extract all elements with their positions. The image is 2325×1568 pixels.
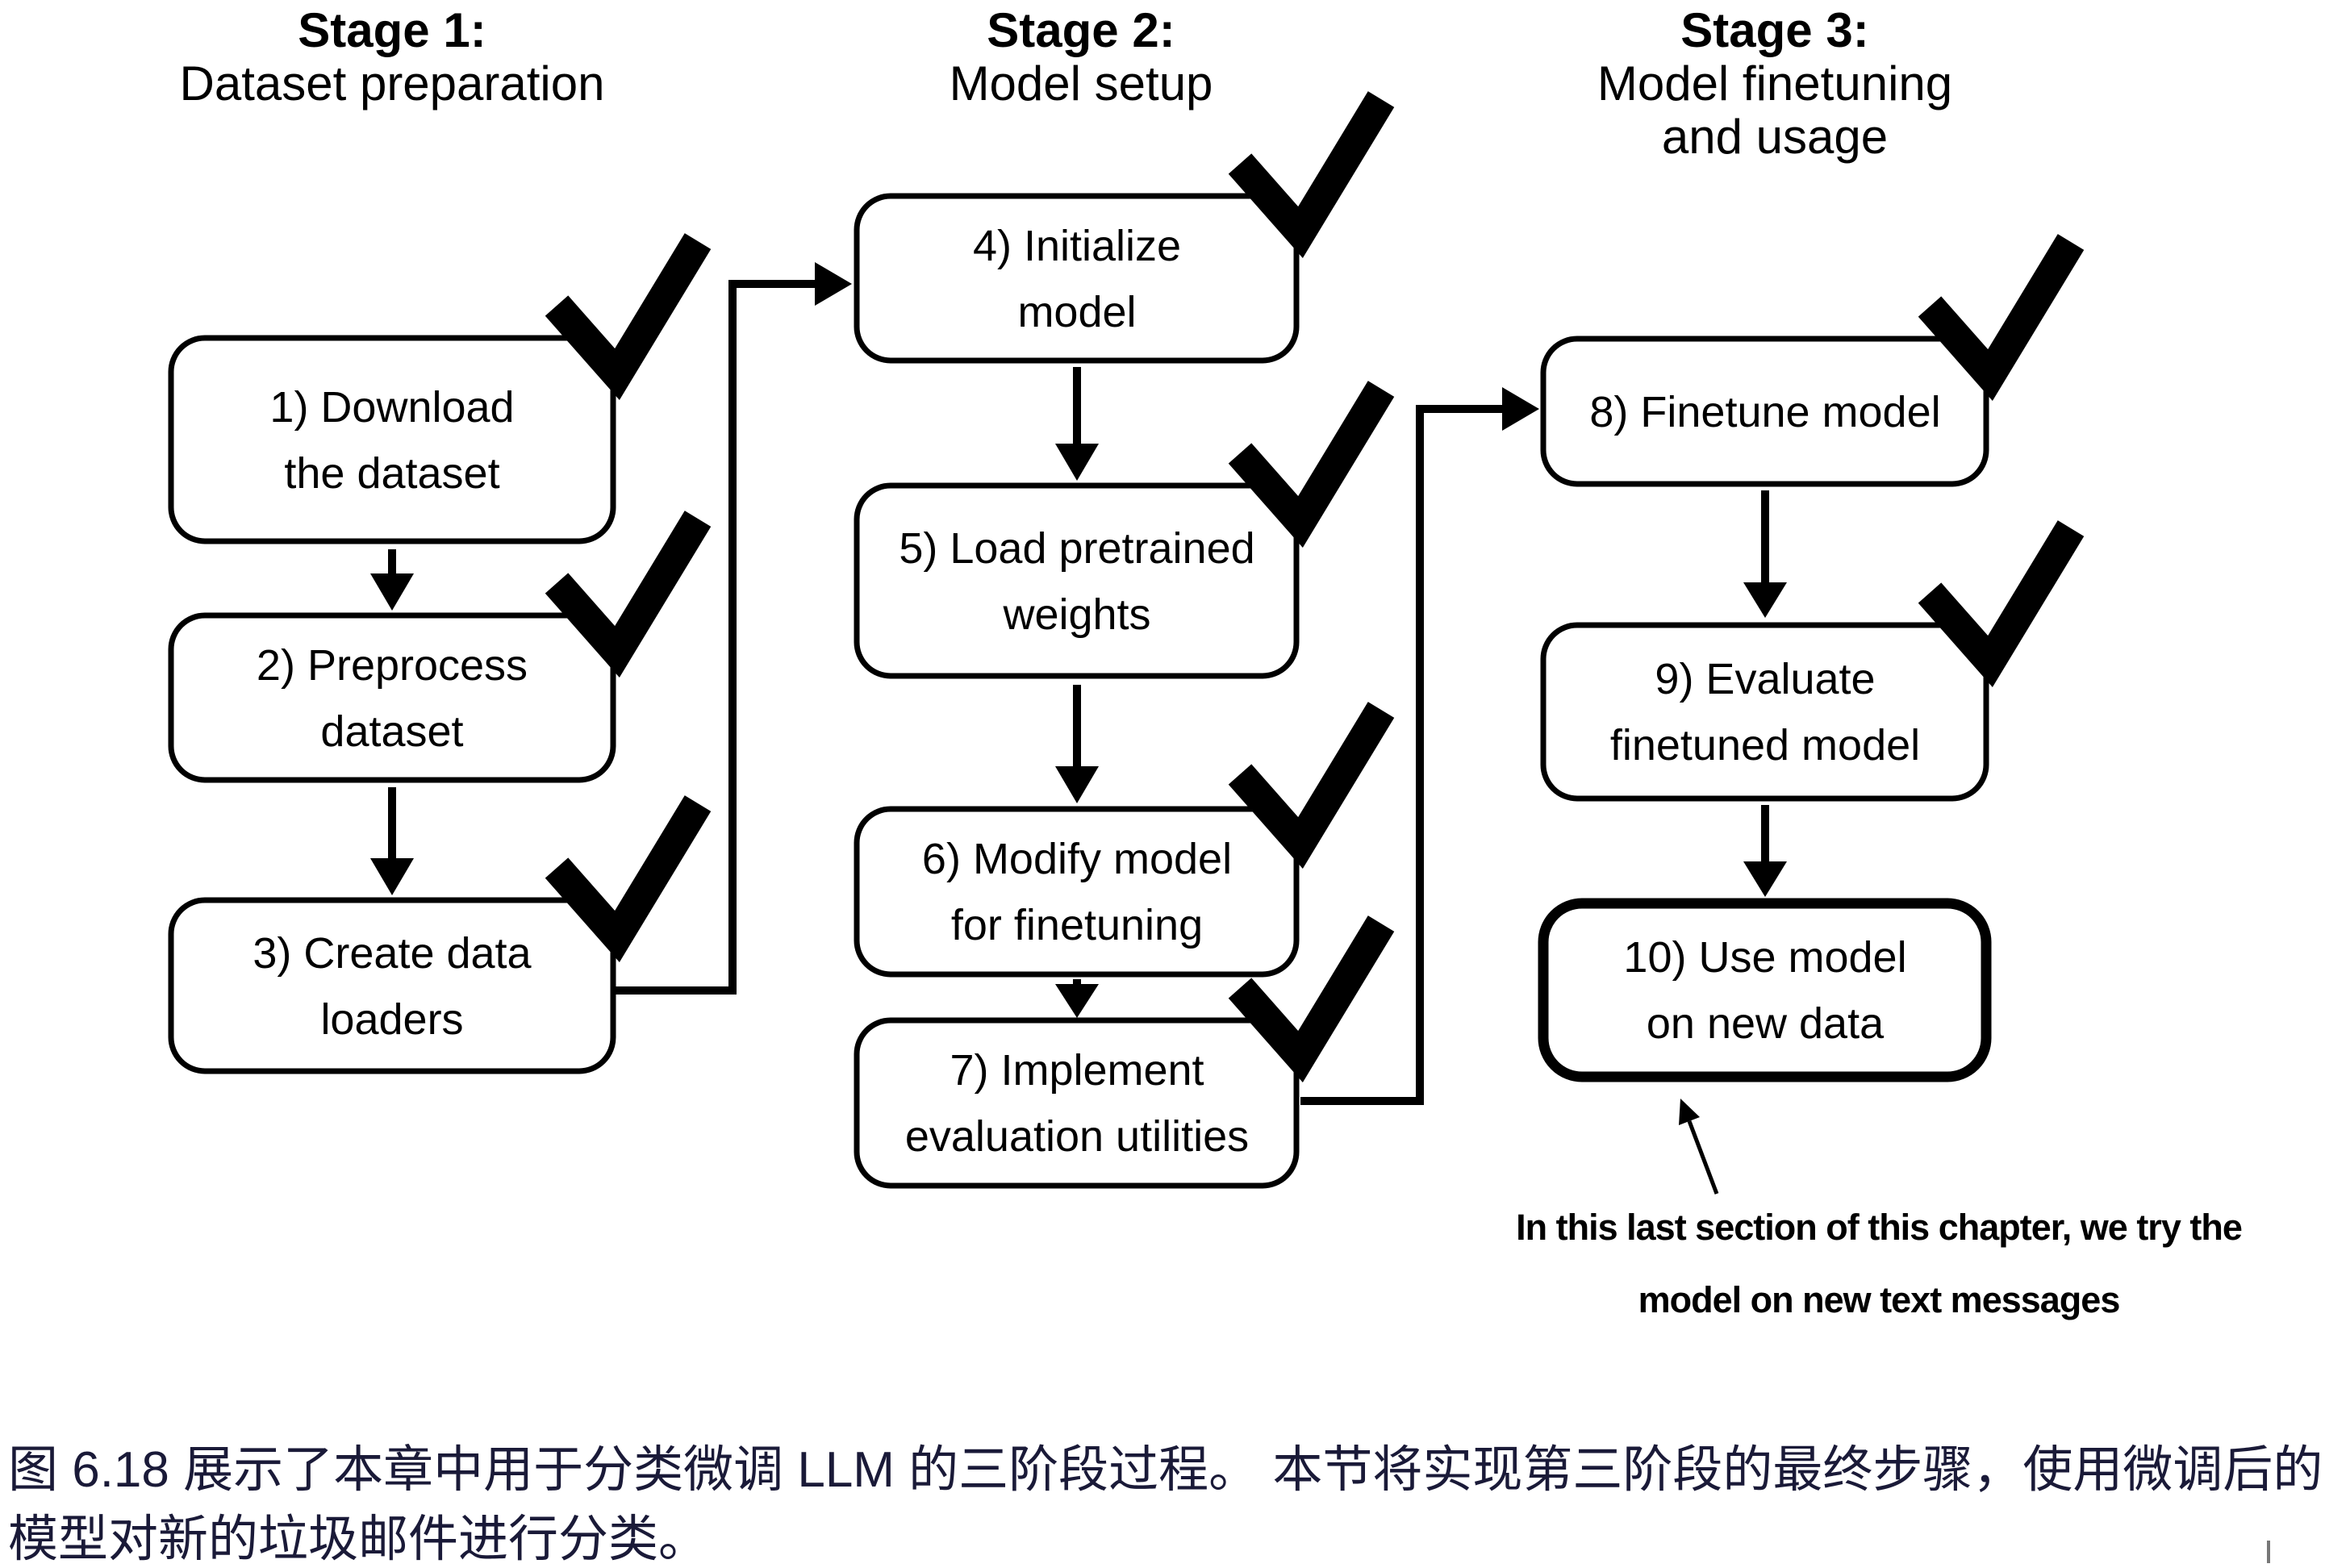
connector-stage2-to-stage3 xyxy=(1300,387,1539,1105)
caption-line2: 模型对新的垃圾邮件进行分类。 xyxy=(8,1512,708,1567)
step-2-label-line2: dataset xyxy=(320,707,463,756)
annotation-arrow xyxy=(1687,1120,1719,1195)
step-5-label-line1: 5) Load pretrained xyxy=(899,524,1254,573)
step-1-box xyxy=(168,335,616,544)
check-icon xyxy=(545,511,712,678)
step-9-label-line1: 9) Evaluate xyxy=(1655,655,1875,703)
connector-stage1-to-stage2 xyxy=(613,262,852,995)
stage-headers: Stage 1: Dataset preparation Stage 2: Mo… xyxy=(180,3,1953,164)
stage-1-title: Stage 1: xyxy=(298,3,486,57)
step-10-box xyxy=(1538,898,1992,1082)
step-9-label-line2: finetuned model xyxy=(1610,721,1920,769)
annotation-line1: In this last section of this chapter, we… xyxy=(1516,1207,2242,1248)
down-arrow-5-6 xyxy=(1055,685,1099,803)
step-3-create-data-loaders: 3) Create data loaders xyxy=(168,795,712,1074)
step-7-label-line1: 7) Implement xyxy=(950,1046,1204,1095)
down-arrow-6-7 xyxy=(1055,979,1099,1018)
text-cursor-artifact xyxy=(2267,1541,2270,1563)
stage-3-title: Stage 3: xyxy=(1680,3,1868,57)
stage-1-subtitle: Dataset preparation xyxy=(180,56,605,111)
stage-2-subtitle: Model setup xyxy=(950,56,1213,111)
check-icon xyxy=(1228,91,1395,258)
check-icon xyxy=(1918,520,2085,687)
step-10-label-line1: 10) Use model xyxy=(1623,933,1906,982)
step-1-label-line1: 1) Download xyxy=(269,383,514,432)
step-3-box xyxy=(168,897,616,1074)
down-arrow-8-9 xyxy=(1743,490,1787,618)
step-1-label-line2: the dataset xyxy=(284,449,499,498)
check-icon xyxy=(545,233,712,400)
down-arrow-2-3 xyxy=(370,787,414,895)
stage-2-title: Stage 2: xyxy=(987,3,1175,57)
down-arrow-4-5 xyxy=(1055,367,1099,481)
step-5-label-line2: weights xyxy=(1002,590,1150,639)
annotation-line2: model on new text messages xyxy=(1638,1279,2120,1320)
check-icon xyxy=(1228,381,1395,548)
step-3-label-line1: 3) Create data xyxy=(253,929,532,978)
step-7-implement-evaluation-utilities: 7) Implement evaluation utilities xyxy=(854,915,1395,1189)
figure-caption: 图 6.18 展示了本章中用于分类微调 LLM 的三阶段过程。 本节将实现第三阶… xyxy=(8,1442,2323,1567)
step-6-box xyxy=(854,806,1300,978)
step-10-use-model-on-new-data: 10) Use model on new data xyxy=(1538,898,1992,1082)
step-10-label-line2: on new data xyxy=(1647,999,1885,1048)
step-6-label-line1: 6) Modify model xyxy=(922,835,1232,883)
step-2-preprocess-dataset: 2) Preprocess dataset xyxy=(168,511,712,783)
stage-3-subtitle-line1: Model finetuning xyxy=(1597,56,1952,111)
step-6-modify-model-for-finetuning: 6) Modify model for finetuning xyxy=(854,702,1395,978)
step-4-label-line2: model xyxy=(1017,288,1136,336)
step-8-finetune-model: 8) Finetune model xyxy=(1540,234,2085,487)
step-4-box xyxy=(854,193,1300,364)
step-6-label-line2: for finetuning xyxy=(951,901,1203,949)
check-icon xyxy=(1228,702,1395,869)
step-2-box xyxy=(168,612,616,783)
down-arrow-1-2 xyxy=(370,549,414,611)
step-5-box xyxy=(854,482,1300,679)
check-icon xyxy=(1228,915,1395,1082)
caption-line1: 图 6.18 展示了本章中用于分类微调 LLM 的三阶段过程。 本节将实现第三阶… xyxy=(8,1442,2323,1498)
step-7-label-line2: evaluation utilities xyxy=(905,1112,1249,1161)
step-9-box xyxy=(1540,622,1989,802)
check-icon xyxy=(1918,234,2085,401)
step-4-initialize-model: 4) Initialize model xyxy=(854,91,1395,364)
step-1-download-dataset: 1) Download the dataset xyxy=(168,233,712,544)
step-3-label-line2: loaders xyxy=(320,995,463,1044)
step-2-label-line1: 2) Preprocess xyxy=(257,641,528,690)
step-8-box xyxy=(1540,336,1989,487)
step-5-load-pretrained-weights: 5) Load pretrained weights xyxy=(854,381,1395,679)
step-8-label-line1: 8) Finetune model xyxy=(1589,388,1940,436)
step-9-evaluate-finetuned-model: 9) Evaluate finetuned model xyxy=(1540,520,2085,802)
check-icon xyxy=(545,795,712,962)
step-4-label-line1: 4) Initialize xyxy=(973,222,1181,270)
annotation-callout: In this last section of this chapter, we… xyxy=(1516,1099,2243,1320)
step-7-box xyxy=(854,1017,1300,1189)
down-arrow-9-10 xyxy=(1743,805,1787,897)
stage-3-subtitle-line2: and usage xyxy=(1662,110,1888,164)
